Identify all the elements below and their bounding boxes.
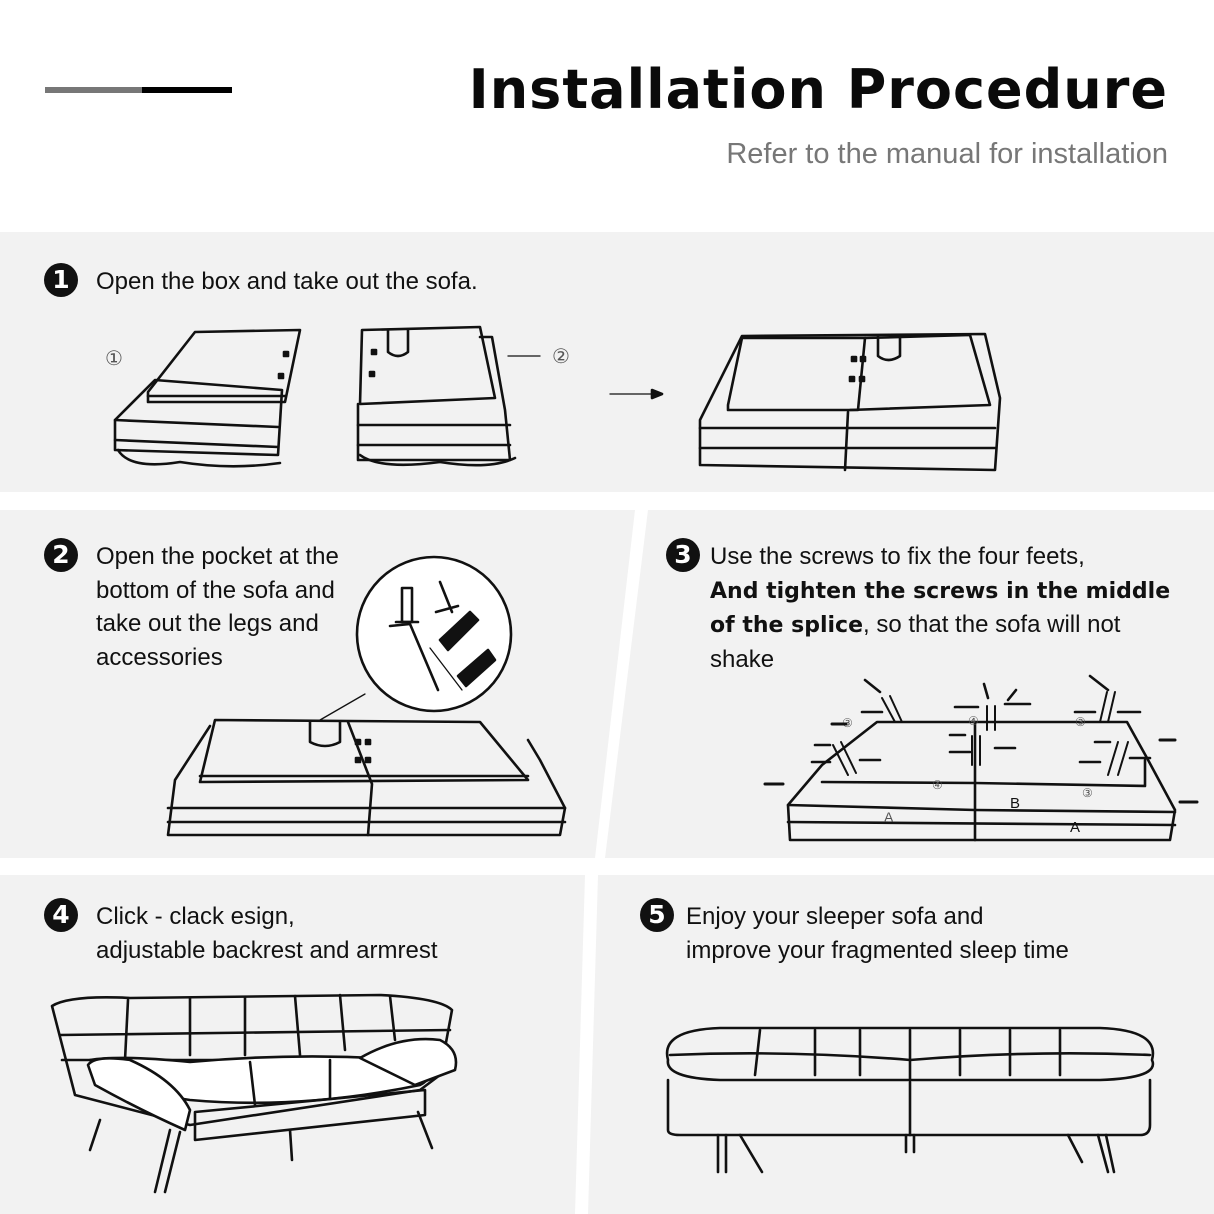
leg: [416, 1110, 434, 1150]
step-5-number: 5: [640, 898, 674, 932]
leg: [288, 1128, 294, 1162]
screw-arrows: [763, 674, 1199, 804]
step-2-line: Open the pocket at the: [96, 543, 339, 570]
label-4: ④: [932, 778, 943, 792]
label-4: ④: [968, 714, 979, 728]
step-1-illustration: ① ②: [105, 325, 1002, 472]
step-1-text: Open the box and take out the sofa.: [96, 268, 478, 295]
step-5-text: Enjoy your sleeper sofa and improve your…: [686, 900, 1069, 967]
armrest-left: [86, 1057, 192, 1132]
arrow-head: [650, 388, 664, 400]
leg: [1096, 1133, 1116, 1174]
step-3-bold-text: And tighten the screws in the middle of …: [710, 578, 1171, 639]
callout-arrow: [319, 693, 366, 721]
step-1-number: 1: [44, 263, 78, 297]
step-2-line: bottom of the sofa and: [96, 576, 335, 604]
step-3-text: Use the screws to fix the four feets, An…: [710, 540, 1190, 676]
step-2-number: 2: [44, 538, 78, 572]
label-3: ③: [1075, 715, 1086, 729]
step-4-number: 4: [44, 898, 78, 932]
sofa-with-legs-drawing: B A A ③ ③ ③ ④ ④: [786, 714, 1177, 842]
unfolded-sofa-drawing: [166, 718, 567, 837]
step-5-line: improve your fragmented sleep time: [686, 936, 1069, 964]
step-4-line: adjustable backrest and armrest: [96, 936, 438, 964]
header-accent-bar: [45, 87, 232, 93]
leg: [1066, 1133, 1084, 1164]
assembled-sofa-drawing: [698, 332, 1002, 472]
leg: [738, 1133, 764, 1174]
step-2-line: accessories: [96, 643, 223, 671]
leg: [904, 1133, 916, 1154]
sofa-legs: [832, 691, 1129, 776]
step-3-illustration: B A A ③ ③ ③ ④ ④: [763, 674, 1199, 842]
label-3: ③: [1082, 786, 1093, 800]
label-2: ②: [552, 346, 570, 368]
leg: [716, 1133, 728, 1174]
label-1: ①: [105, 348, 123, 370]
armrest-right: [358, 1037, 458, 1087]
leg: [88, 1118, 102, 1152]
step-2-illustration: [166, 555, 567, 837]
label-A: A: [1070, 819, 1080, 836]
step-2-text: Open the pocket at the bottom of the sof…: [96, 540, 339, 674]
page-title: Installation Procedure: [468, 58, 1168, 121]
step-2-panel: [0, 510, 635, 858]
step-4-sofa-drawing: [50, 993, 458, 1194]
label-A: A: [884, 809, 894, 825]
step-4-text: Click - clack esign, adjustable backrest…: [96, 900, 438, 967]
folded-sofa-left-drawing: [113, 328, 302, 468]
step-3-rest: , so that the sofa will not shake: [710, 611, 1121, 673]
step-4-line: Click - clack esign,: [96, 903, 295, 930]
leg: [153, 1128, 182, 1194]
page-subtitle: Refer to the manual for installation: [726, 138, 1168, 170]
folded-sofa-right-drawing: [356, 325, 541, 467]
accessories-callout-circle: [355, 555, 513, 713]
step-3-line-1: Use the screws to fix the four feets,: [710, 543, 1085, 570]
step-3-number: 3: [666, 538, 700, 572]
step-1-panel: [0, 232, 1214, 492]
step-2-line: take out the legs and: [96, 610, 319, 637]
step-3-panel: [605, 510, 1214, 858]
label-3: ③: [842, 716, 853, 730]
step-5-line: Enjoy your sleeper sofa and: [686, 903, 984, 930]
label-B: B: [1010, 795, 1020, 812]
allen-key-icon: [388, 622, 440, 692]
